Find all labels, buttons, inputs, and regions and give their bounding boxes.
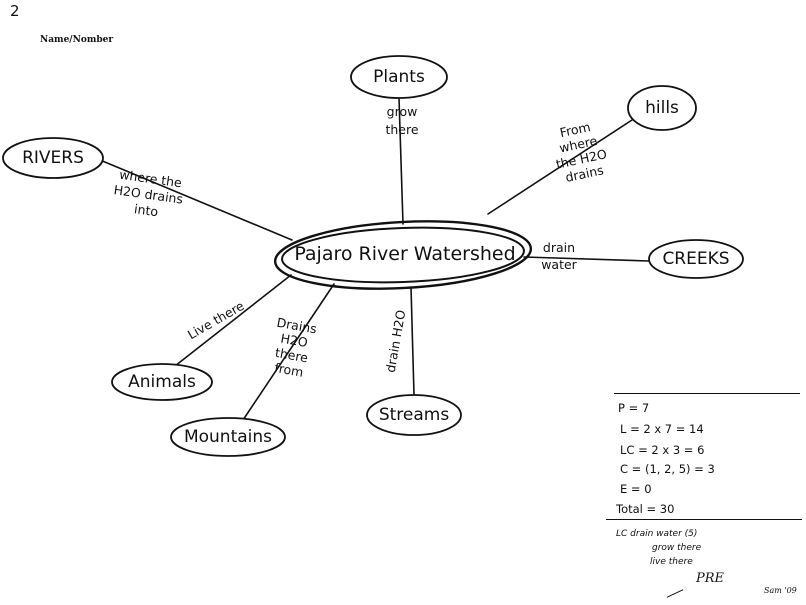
- node-hills: hills: [627, 85, 697, 131]
- score-top-rule: [614, 393, 800, 394]
- node-animals: Animals: [111, 363, 213, 401]
- link-label-creeks: drain water: [541, 240, 577, 272]
- node-label-streams: Streams: [379, 405, 450, 425]
- score-mid-rule: [606, 519, 802, 520]
- node-oval-rivers: [2, 137, 104, 179]
- score-e: E = 0: [620, 482, 652, 496]
- center-node: Pajaro River Watershed: [273, 220, 533, 290]
- connector-animals: [174, 274, 292, 367]
- node-oval-hills: [627, 85, 697, 131]
- link-text-creeks-0: drain: [543, 240, 575, 255]
- link-label-animals: Live there: [185, 298, 247, 342]
- link-text-rivers-2: into: [133, 201, 159, 219]
- connector-mountains: [242, 283, 335, 421]
- node-label-plants: Plants: [373, 67, 425, 87]
- center-label: Pajaro River Watershed: [294, 243, 515, 265]
- note-live-there: live there: [650, 557, 693, 567]
- score-c: C = (1, 2, 5) = 3: [620, 462, 715, 476]
- node-label-rivers: RIVERS: [22, 148, 84, 168]
- node-creeks: CREEKS: [648, 239, 744, 279]
- link-label-streams: drain H2O: [383, 309, 409, 374]
- center-oval-outer: [273, 220, 533, 290]
- node-oval-creeks: [648, 239, 744, 279]
- node-label-mountains: Mountains: [184, 427, 272, 447]
- connector-hills: [487, 119, 633, 215]
- node-oval-streams: [366, 394, 462, 436]
- pen-stroke: [666, 589, 684, 598]
- note-grow-there: grow there: [652, 543, 702, 553]
- link-text-mountains-3: from: [273, 360, 304, 380]
- link-text-plants-1: there: [385, 122, 418, 137]
- score-p: P = 7: [618, 401, 650, 415]
- center-oval-inner: [281, 226, 525, 284]
- link-text-plants-0: grow: [387, 104, 418, 119]
- link-text-streams-0: drain H2O: [383, 309, 409, 374]
- score-l: L = 2 x 7 = 14: [620, 422, 704, 436]
- node-rivers: RIVERS: [2, 137, 104, 179]
- page-number: 2: [10, 2, 20, 20]
- name-number-label: Name/Nomber: [40, 35, 114, 45]
- link-label-plants: grow there: [385, 104, 418, 137]
- node-label-creeks: CREEKS: [662, 249, 729, 269]
- score-lc: LC = 2 x 3 = 6: [620, 443, 705, 457]
- node-streams: Streams: [366, 394, 462, 436]
- note-drain-water: LC drain water (5): [616, 529, 698, 539]
- link-text-hills-0: From: [558, 119, 591, 140]
- connector-streams: [410, 286, 415, 396]
- node-oval-animals: [111, 363, 213, 401]
- connector-creeks: [523, 256, 650, 262]
- node-oval-mountains: [170, 417, 286, 457]
- score-total: Total = 30: [616, 502, 675, 516]
- grader-date: Sam '09: [764, 586, 797, 595]
- score-box: P = 7 L = 2 x 7 = 14 LC = 2 x 3 = 6 C = …: [606, 393, 802, 601]
- link-text-creeks-1: water: [541, 257, 577, 272]
- node-mountains: Mountains: [170, 417, 286, 457]
- connector-rivers: [99, 159, 293, 241]
- node-label-animals: Animals: [128, 372, 196, 392]
- grader-initials: PRE: [696, 571, 725, 586]
- link-text-mountains-1: H2O: [279, 331, 309, 351]
- link-text-mountains-2: there: [274, 345, 309, 366]
- connector-plants: [398, 97, 404, 225]
- node-oval-plants: [350, 55, 448, 99]
- link-text-animals-0: Live there: [185, 298, 247, 342]
- node-plants: Plants: [350, 55, 448, 99]
- node-label-hills: hills: [645, 98, 679, 118]
- link-text-mountains-0: Drains: [276, 315, 318, 337]
